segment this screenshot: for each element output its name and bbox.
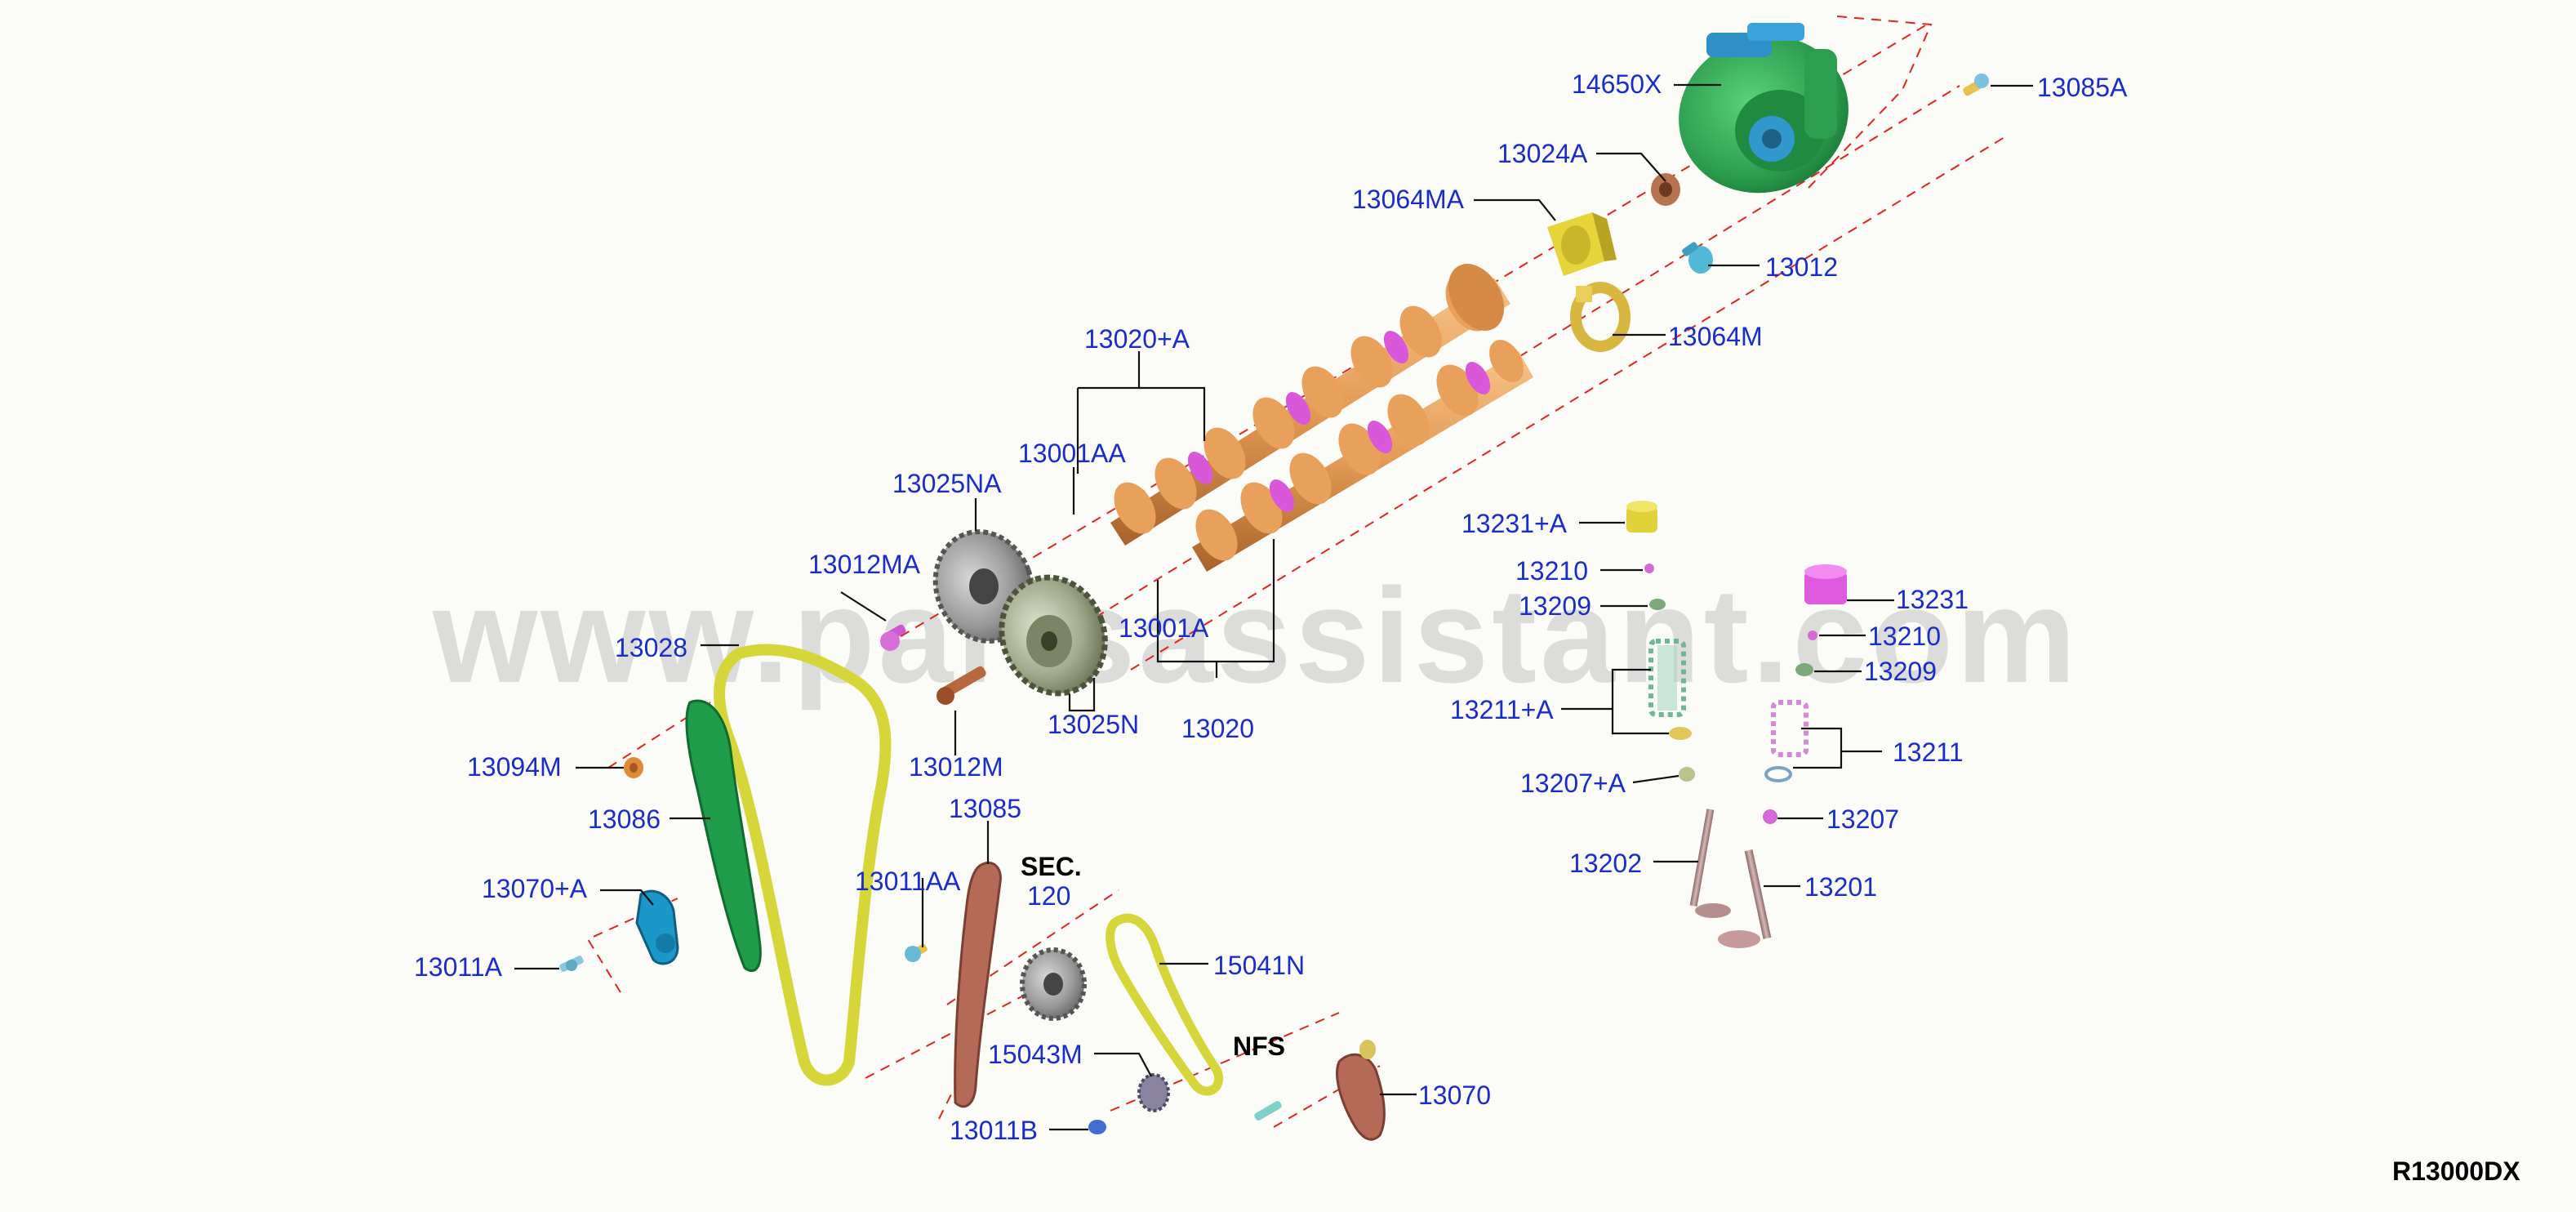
phaser-13025N-part [999, 574, 1108, 697]
tappet-13231-part [1804, 564, 1847, 604]
chain-guide-13085-part [954, 861, 1002, 1108]
callout-13028: 13028 [615, 633, 687, 662]
callout-labels: 14650X 13085A 13024A 13064MA 13012 13064… [414, 69, 2520, 1186]
leader-lines [514, 83, 2033, 1131]
callout-13086: 13086 [588, 804, 661, 834]
callout-13085: 13085 [949, 794, 1021, 823]
callout-13207: 13207 [1826, 804, 1899, 834]
bolt-13011B-part [1088, 1120, 1106, 1134]
callout-13094M: 13094M [467, 752, 562, 782]
callout-13085A: 13085A [2037, 73, 2128, 102]
watermark: www.partsassistant.com [432, 560, 2080, 711]
callout-13064MA: 13064MA [1352, 185, 1465, 214]
tensioner-13070A-part [635, 889, 679, 965]
oil-pump-chain-15041N-part [1106, 913, 1224, 1096]
callout-13012M: 13012M [909, 752, 1003, 782]
spring-13211A-part [1648, 639, 1686, 717]
callout-13070: 13070 [1418, 1081, 1491, 1110]
bolt-13011AA-part [905, 943, 928, 962]
callout-13210-left: 13210 [1515, 556, 1588, 586]
stud-nfs-part [1254, 1101, 1282, 1121]
callout-13012MA: 13012MA [808, 550, 921, 579]
crank-sprocket-part [1020, 947, 1087, 1021]
callout-13211: 13211 [1893, 737, 1964, 767]
shim-13210-right-part [1808, 631, 1817, 640]
exhaust-camshaft-part [1192, 340, 1533, 572]
drawing-code: R13000DX [2392, 1156, 2520, 1186]
sensor-ring-13064MA-part [1547, 212, 1617, 276]
bolt-13085A-part [1963, 74, 1989, 96]
callout-13012: 13012 [1765, 252, 1838, 282]
callout-13070A: 13070+A [482, 874, 588, 903]
bolt-13011A-part [559, 956, 584, 972]
valve-13201-part [1718, 849, 1772, 948]
timing-chain-13028-part [714, 644, 892, 1086]
sec-number: 120 [1027, 881, 1070, 911]
callout-13209-right: 13209 [1864, 657, 1937, 686]
spring-13211-part [1771, 700, 1809, 757]
callout-14650X: 14650X [1572, 69, 1662, 99]
seal-13207A-part [1679, 767, 1695, 782]
callout-13207A: 13207+A [1520, 769, 1626, 798]
callout-15043M: 15043M [988, 1040, 1083, 1069]
tensioner-13070-cap [1359, 1040, 1376, 1059]
keeper-13209-left-part [1649, 599, 1666, 610]
callout-13211A: 13211+A [1450, 695, 1554, 724]
intake-camshaft-part [1110, 264, 1510, 546]
callout-13025NA: 13025NA [892, 469, 1002, 498]
callout-15041N: 15041N [1213, 951, 1305, 980]
bolt-13012M-part [937, 666, 986, 705]
callout-13001AA: 13001AA [1018, 439, 1126, 468]
callout-13202: 13202 [1569, 849, 1642, 878]
callout-13064M: 13064M [1668, 322, 1763, 351]
callout-13020A: 13020+A [1084, 324, 1190, 354]
callout-13231: 13231 [1896, 585, 1969, 614]
callout-13025N: 13025N [1048, 710, 1139, 739]
tappet-13231A-part [1626, 501, 1657, 532]
bolt-13012MA-part [880, 624, 906, 651]
nfs-label: NFS [1233, 1032, 1285, 1061]
tensioner-13070-part [1336, 1053, 1386, 1141]
keeper-13209-right-part [1795, 663, 1813, 676]
sprocket-15043M-part [1137, 1073, 1170, 1112]
chain-guide-13086-part [685, 699, 762, 973]
vacuum-pump-part [1679, 23, 1849, 194]
bolt-13094M-part [624, 757, 643, 778]
callout-13231A: 13231+A [1462, 509, 1568, 538]
seal-13207-part [1763, 809, 1777, 824]
callout-13020: 13020 [1181, 714, 1254, 743]
sec-label: SEC. [1021, 852, 1082, 881]
callout-13024A: 13024A [1497, 139, 1588, 168]
callout-13011AA: 13011AA [855, 867, 961, 896]
callout-13210-right: 13210 [1868, 622, 1941, 651]
seat-13211A-part [1669, 727, 1692, 740]
callout-13209-left: 13209 [1519, 591, 1591, 621]
callout-13201: 13201 [1804, 872, 1877, 902]
callout-13001A: 13001A [1119, 613, 1209, 643]
seat-13211-part [1764, 766, 1792, 782]
shim-13210-left-part [1644, 564, 1654, 573]
bolt-13012-part [1682, 242, 1713, 274]
bolt-13024A-part [1651, 173, 1680, 206]
callout-13011A: 13011A [414, 952, 503, 982]
valve-13202-part [1689, 809, 1731, 918]
callout-13011B: 13011B [950, 1116, 1038, 1145]
sensor-ring-13064M-part [1570, 282, 1631, 352]
